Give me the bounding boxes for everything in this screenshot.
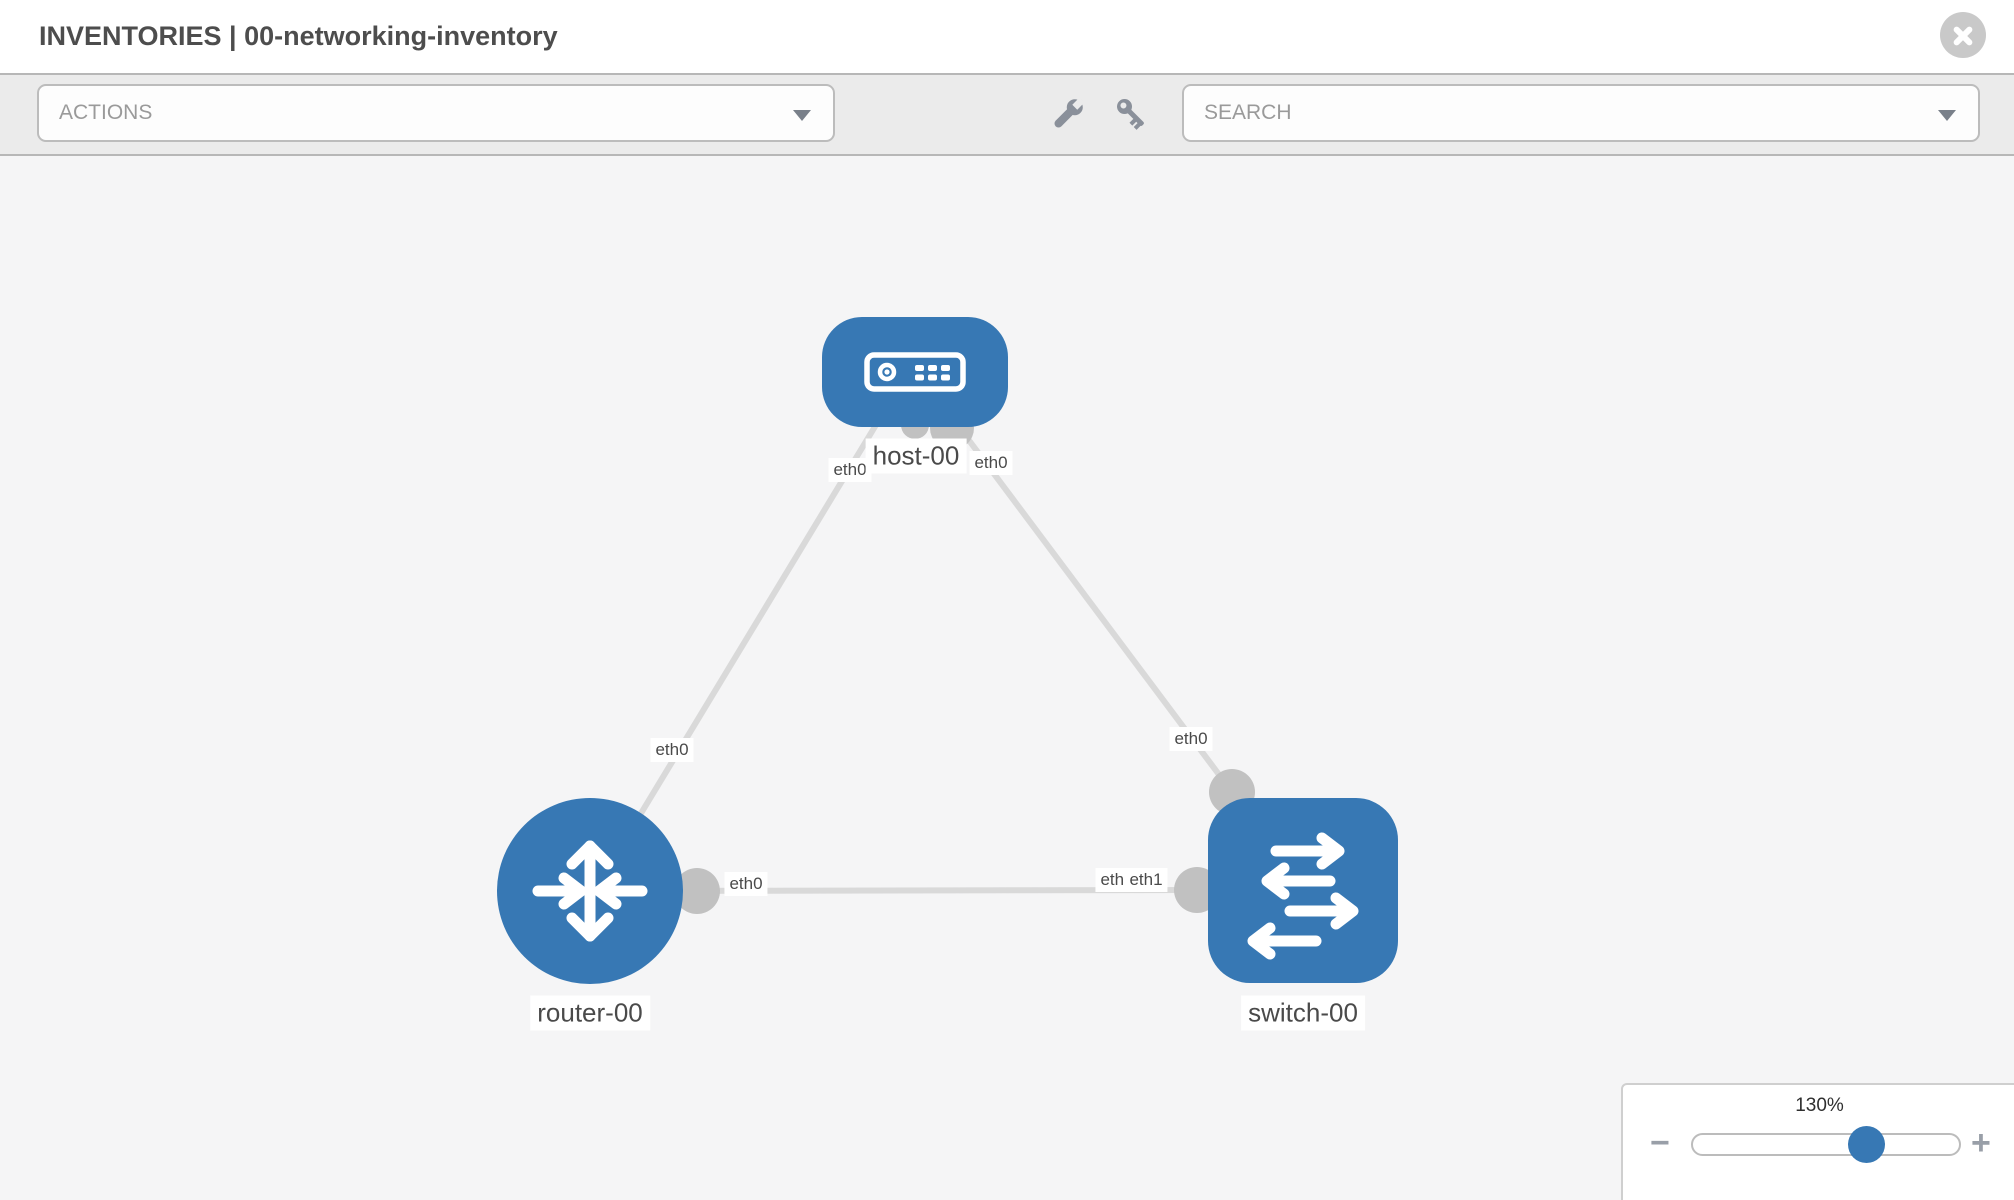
key-icon[interactable] [1111, 93, 1155, 137]
node-host-00[interactable] [822, 317, 1008, 427]
interface-label-eth0: eth0 [724, 872, 768, 896]
topology-canvas[interactable]: eth0 host-00 eth0 eth0 eth0 eth0 eth0 et… [0, 156, 2014, 1200]
actions-dropdown[interactable]: ACTIONS [37, 84, 835, 142]
page-title: INVENTORIES | 00-networking-inventory [39, 21, 558, 51]
chevron-down-icon [1938, 110, 1956, 121]
zoom-in-button[interactable]: + [1971, 1124, 1991, 1162]
actions-dropdown-label: ACTIONS [59, 101, 153, 124]
zoom-slider-thumb[interactable] [1848, 1126, 1885, 1163]
node-label-router-00: router-00 [530, 995, 650, 1031]
node-label-switch-00: switch-00 [1241, 995, 1365, 1031]
host-icon [864, 352, 966, 392]
interface-label-eth0: eth0 [969, 451, 1013, 475]
close-icon[interactable] [1940, 12, 1986, 58]
node-label-host-00: host-00 [865, 438, 967, 474]
zoom-panel: 130% − + [1621, 1083, 2014, 1200]
interface-label-eth1: eth1 [1124, 868, 1168, 892]
zoom-slider[interactable] [1691, 1126, 1961, 1163]
interface-label-eth0: eth0 [1169, 727, 1213, 751]
header: INVENTORIES | 00-networking-inventory [0, 0, 2014, 73]
chevron-down-icon [793, 110, 811, 121]
wrench-icon[interactable] [1045, 93, 1089, 137]
router-icon [532, 840, 648, 942]
search-dropdown[interactable]: SEARCH [1182, 84, 1980, 142]
zoom-out-button[interactable]: − [1650, 1124, 1670, 1162]
endpoint-router-eth0[interactable] [674, 868, 720, 914]
node-router-00[interactable] [497, 798, 683, 984]
zoom-percent: 130% [1795, 1095, 1844, 1116]
search-dropdown-label: SEARCH [1204, 101, 1292, 124]
topology-labels: eth0 host-00 eth0 eth0 eth0 eth0 eth0 et… [0, 156, 2014, 1200]
node-switch-00[interactable] [1208, 798, 1398, 983]
switch-icon [1247, 832, 1359, 960]
interface-label-eth0: eth0 [828, 458, 872, 482]
interface-label-eth0: eth0 [650, 738, 694, 762]
